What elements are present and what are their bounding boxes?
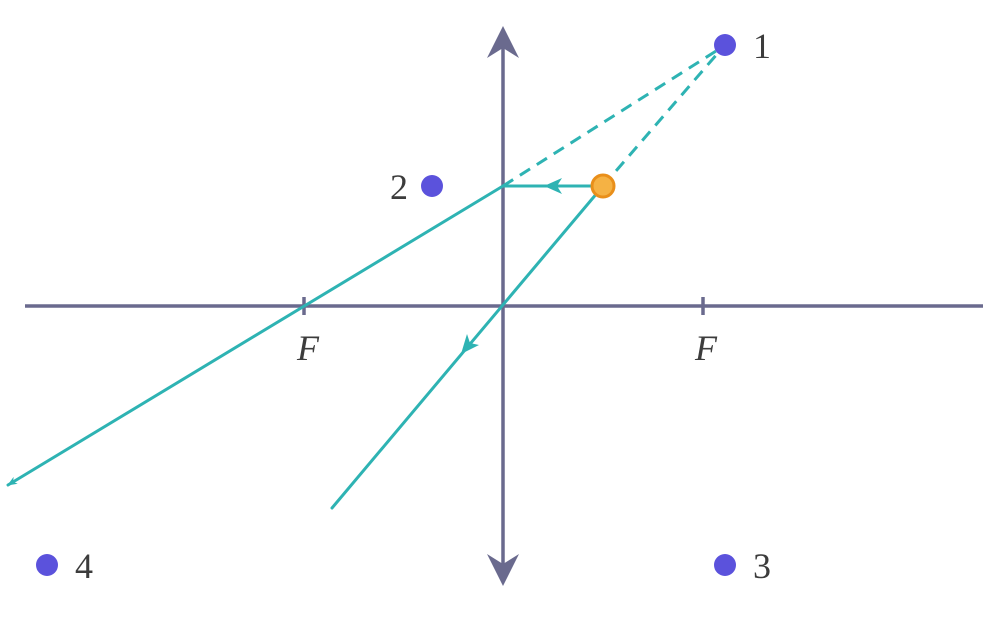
candidate-label: 2 [390,167,408,207]
candidate-label: 4 [75,546,93,586]
candidate-point-3[interactable]: 3 [714,546,771,586]
candidate-point-1[interactable]: 1 [714,26,771,66]
central-ray-arrow-icon [461,334,479,354]
candidate-point-4[interactable]: 4 [36,546,93,586]
lens-bottom-arrow-icon [487,554,519,586]
candidate-dot [714,554,736,576]
focal-label-left: F [296,328,320,368]
candidate-dot [421,175,443,197]
parallel-ray-arrow-icon [544,178,562,194]
candidate-label: 3 [753,546,771,586]
refracted-ray-through-focus [6,184,505,487]
candidate-label: 1 [753,26,771,66]
focal-label-right: F [694,328,718,368]
candidate-dot [36,554,58,576]
candidate-dot [714,34,736,56]
candidate-point-2[interactable]: 2 [390,167,443,207]
dashed-extension-from-lens [502,44,725,188]
lens-top-arrow-icon [487,26,519,58]
object-point[interactable] [590,173,616,199]
dashed-extension-from-object [601,45,726,187]
